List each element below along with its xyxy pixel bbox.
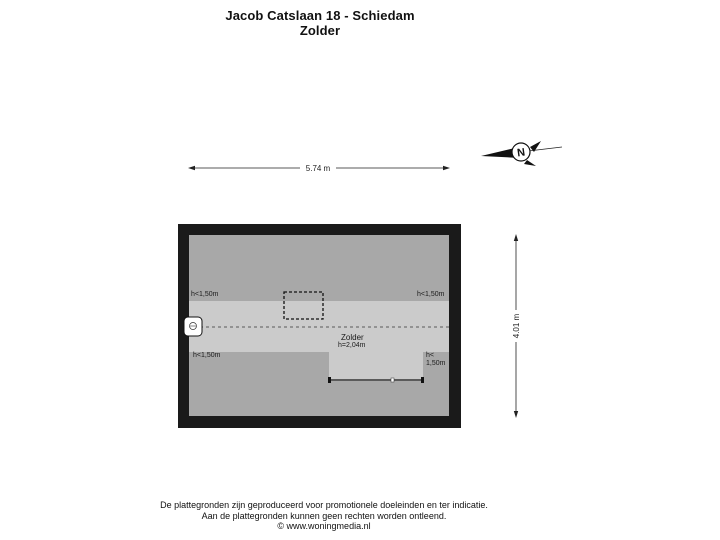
compass-icon <box>481 141 563 166</box>
width-dimension-label: 5.74 m <box>306 164 331 173</box>
depth-dimension-label: 4.01 m <box>512 313 521 338</box>
stair-opening <box>328 377 424 383</box>
height-note-bottom-right-1: h< <box>426 352 434 359</box>
height-note-bottom-right-2: 1,50m <box>426 360 446 367</box>
roof-hatch <box>283 291 324 320</box>
floor-full-height-stair-area <box>329 352 423 381</box>
height-note-top-left: h<1,50m <box>191 291 219 298</box>
depth-dimension-label-bg <box>510 310 522 342</box>
room-height-label: h=2,04m <box>338 342 366 349</box>
plan-title-floor: Zolder <box>299 23 341 38</box>
footer-disclaimer-1: De plattegronden zijn geproduceerd voor … <box>160 500 488 510</box>
height-note-bottom-left: h<1,50m <box>193 352 221 359</box>
width-dimension-label-bg <box>300 162 336 174</box>
footer-disclaimer-2: Aan de plattegronden kunnen geen rechten… <box>201 511 447 521</box>
floor-full-height-zone <box>189 301 449 352</box>
plan-title-address: Jacob Catslaan 18 - Schiedam <box>225 8 415 23</box>
wall-vent <box>183 316 203 337</box>
height-note-top-right: h<1,50m <box>417 291 445 298</box>
room-name-label: Zolder <box>341 333 364 342</box>
compass-north-letter: N <box>516 146 526 159</box>
footer-copyright: © www.woningmedia.nl <box>277 521 371 531</box>
